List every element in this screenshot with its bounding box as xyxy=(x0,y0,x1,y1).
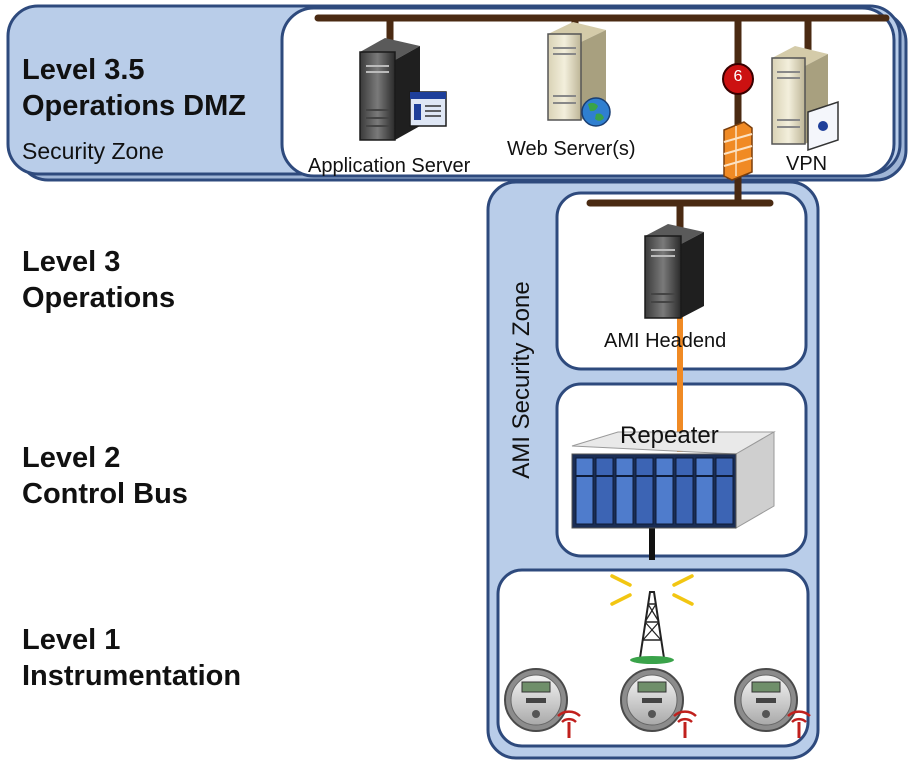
rack-slot xyxy=(655,457,674,525)
level-3-number: Level 3 xyxy=(22,246,121,278)
level-3-name: Operations xyxy=(22,282,176,314)
firewall-icon xyxy=(723,121,753,181)
level-2-title: Level 2 Control Bus xyxy=(22,440,188,512)
dmz-security-zone-label: Security Zone xyxy=(22,138,164,164)
application-server-label: Application Server xyxy=(308,155,471,177)
level-1-name: Instrumentation xyxy=(22,660,242,692)
step-badge xyxy=(722,63,754,95)
rack-slot xyxy=(595,457,614,525)
smart-meters xyxy=(504,668,811,738)
radio-tower-icon xyxy=(610,574,694,664)
level-2-number: Level 2 xyxy=(22,442,121,474)
vpn-label: VPN xyxy=(786,153,828,175)
smart-meter-icon xyxy=(734,668,811,738)
level-3-title: Level 3 Operations xyxy=(22,244,175,316)
level-3-5-number: Level 3.5 xyxy=(22,54,145,86)
rack-slot xyxy=(715,457,734,525)
web-server-icon xyxy=(547,22,611,127)
rack-slot xyxy=(635,457,654,525)
level-3-5-title: Level 3.5 Operations DMZ xyxy=(22,52,246,124)
vpn-server-icon xyxy=(771,46,839,152)
level-1-title: Level 1 Instrumentation xyxy=(22,622,241,694)
rack-slot xyxy=(575,457,594,525)
operations-bus xyxy=(586,199,774,234)
application-server-icon xyxy=(359,38,447,141)
level-1-number: Level 1 xyxy=(22,624,121,656)
dmz-bus xyxy=(314,14,890,204)
repeater-label: Repeater xyxy=(620,422,719,449)
level-2-name: Control Bus xyxy=(22,478,188,510)
web-server-label: Web Server(s) xyxy=(507,138,636,160)
ami-headend-icon xyxy=(644,224,704,319)
ami-security-zone-label: AMI Security Zone xyxy=(508,281,535,479)
level-3-5-name: Operations DMZ xyxy=(22,90,246,122)
smart-meter-icon xyxy=(620,668,697,738)
rack-slot xyxy=(615,457,634,525)
globe-icon xyxy=(581,97,611,127)
smart-meter-icon xyxy=(504,668,581,738)
repeater-icon xyxy=(571,431,776,529)
ami-headend-label: AMI Headend xyxy=(604,330,727,352)
rack-slot xyxy=(675,457,694,525)
step-badge-number: 6 xyxy=(733,68,743,85)
rack-slot xyxy=(695,457,714,525)
